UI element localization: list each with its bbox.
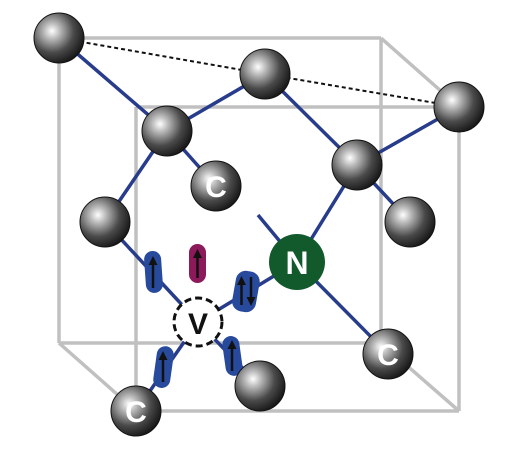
carbon-atom-labeled: C bbox=[362, 328, 414, 380]
carbon-atom bbox=[384, 196, 436, 248]
spin-up-arrow-lower-right bbox=[222, 336, 243, 376]
spin-up-arrow-lower-left bbox=[153, 346, 174, 388]
carbon-atom bbox=[79, 196, 131, 248]
carbon-atom bbox=[234, 360, 286, 412]
nitrogen-label: N bbox=[285, 245, 308, 281]
spin-pair-arrow-right bbox=[232, 270, 260, 313]
carbon-label: C bbox=[205, 171, 227, 204]
carbon-atom bbox=[239, 48, 291, 100]
spin-up-arrow-center bbox=[189, 244, 206, 283]
carbon-atom bbox=[433, 81, 485, 133]
carbon-label: C bbox=[377, 339, 399, 372]
carbon-atom-labeled: C bbox=[110, 385, 162, 437]
carbon-atom bbox=[141, 105, 193, 157]
spin-up-arrow-left bbox=[144, 250, 163, 293]
vacancy-site: V bbox=[172, 296, 224, 348]
carbon-atoms bbox=[33, 12, 485, 412]
carbon-atom bbox=[33, 12, 85, 64]
carbon-atom bbox=[331, 139, 383, 191]
vacancy-label: V bbox=[188, 308, 208, 341]
carbon-atom-labeled: C bbox=[190, 160, 242, 212]
nitrogen-atom: N bbox=[269, 234, 325, 290]
carbon-label: C bbox=[125, 396, 147, 429]
